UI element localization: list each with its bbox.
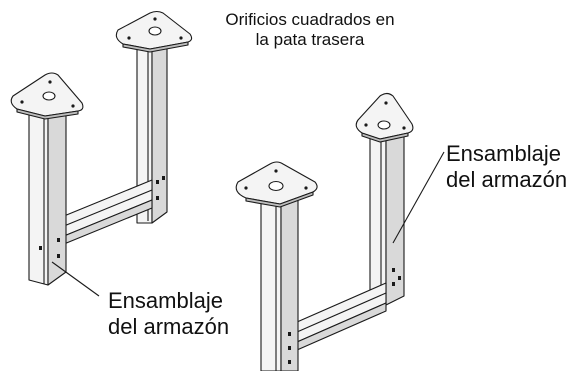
frame-assembly-label-left: Ensamblaje del armazón bbox=[108, 288, 229, 340]
square-holes-label-line1: Orificios cuadrados en bbox=[225, 10, 395, 29]
frame-assembly-label-left-line2: del armazón bbox=[108, 313, 230, 339]
left-frame-assembly bbox=[10, 10, 193, 297]
right-assembly-front-plate bbox=[235, 161, 318, 208]
square-holes-label-line2: la pata trasera bbox=[255, 30, 365, 50]
right-assembly-back-plate bbox=[355, 92, 414, 143]
square-holes-label: Orificios cuadrados en la pata trasera bbox=[222, 10, 398, 50]
left-assembly-front-leg bbox=[28, 103, 67, 286]
frame-assembly-label-right-line2: del armazón bbox=[446, 166, 568, 192]
right-assembly-crossbar bbox=[296, 282, 387, 351]
frame-assembly-label-left-line1: Ensamblaje bbox=[108, 288, 223, 313]
right-assembly-front-leg bbox=[260, 193, 299, 371]
left-assembly-front-plate bbox=[10, 72, 84, 120]
right-assembly-back-leg bbox=[369, 127, 405, 306]
frame-assembly-label-right-line1: Ensamblaje bbox=[446, 141, 561, 166]
left-assembly-crossbar bbox=[63, 179, 153, 245]
right-frame-assembly bbox=[235, 92, 445, 371]
frame-assembly-label-right: Ensamblaje del armazón bbox=[446, 141, 567, 193]
left-label-leader-line bbox=[51, 261, 100, 297]
left-assembly-back-plate bbox=[115, 10, 193, 53]
right-label-leader-line bbox=[392, 151, 445, 244]
